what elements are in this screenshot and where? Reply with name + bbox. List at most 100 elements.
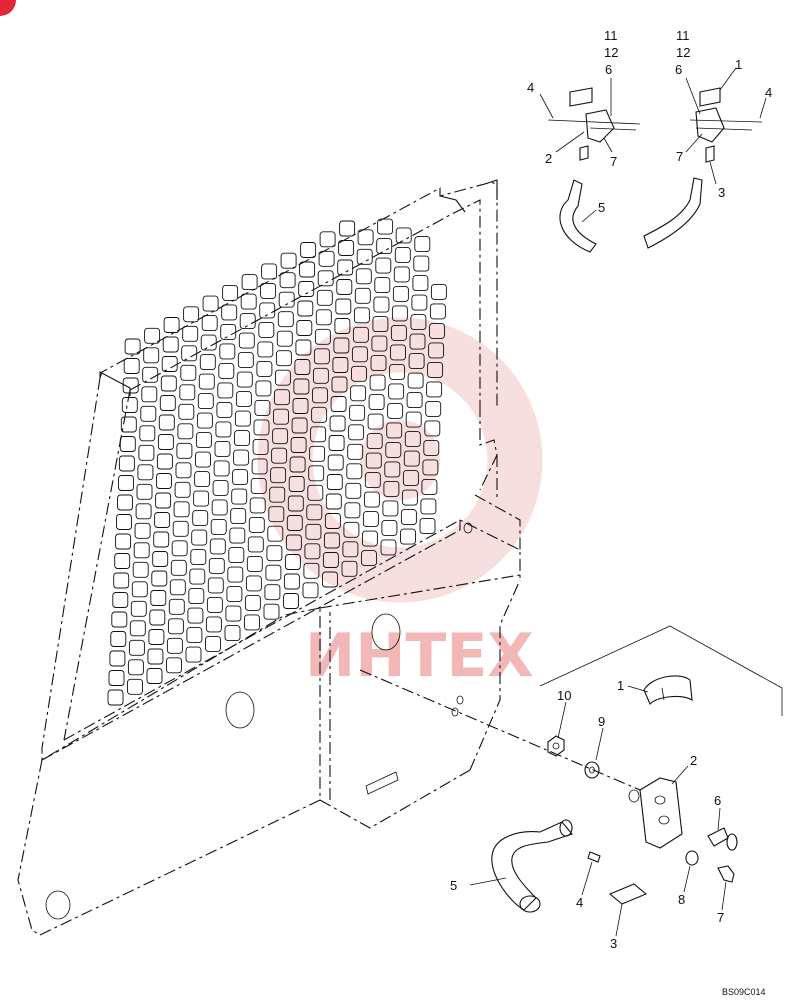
mesh-hole [313,348,330,365]
mesh-hole [207,577,224,594]
mesh-hole [414,236,431,253]
mesh-hole [249,497,266,514]
mesh-hole [331,376,348,393]
mesh-hole [325,493,342,510]
mesh-hole [131,581,148,598]
mesh-hole [236,371,253,388]
mesh-hole [409,333,426,350]
mesh-hole [268,506,285,523]
mesh-hole [192,510,209,527]
mesh-hole [423,439,440,456]
mesh-hole [330,396,347,412]
mesh-hole [107,689,124,706]
mesh-hole [273,389,290,406]
mesh-hole [257,341,274,358]
mesh-hole [290,437,307,453]
mesh-hole [294,359,311,375]
mesh-hole [306,504,323,521]
mesh-hole [221,304,238,321]
callout-12-b: 12 [676,45,690,60]
mesh-hole [235,391,252,408]
mesh-hole [224,625,241,642]
mesh-hole [194,471,211,488]
mesh-hole [303,562,320,579]
mesh-hole [156,473,172,489]
callout-2-c: 2 [690,753,697,768]
mesh-hole [191,529,208,546]
mesh-hole [428,342,445,359]
mesh-hole [261,263,278,280]
mesh-hole [195,451,211,468]
mesh-hole [209,538,226,555]
mesh-hole [248,516,265,533]
mesh-hole [339,220,356,237]
mesh-hole [292,398,309,414]
mesh-hole [118,475,134,491]
mesh-hole [111,611,128,628]
mesh-hole [256,360,273,377]
mesh-hole [118,455,135,472]
mesh-hole [201,315,218,332]
mesh-hole [149,609,166,626]
mesh-hole [225,605,242,622]
mesh-hole [220,323,237,340]
rear-screen-panel [41,179,521,761]
mesh-hole [366,433,383,450]
mesh-hole [305,523,322,540]
mesh-hole [270,467,287,484]
mesh-hole [171,540,188,557]
detail-bottom-parts [491,675,738,913]
mesh-hole [324,513,341,529]
mesh-hole [284,554,301,570]
mesh-hole [362,511,379,528]
mesh-hole [293,378,310,395]
mesh-hole [402,470,419,487]
mesh-hole [357,229,374,246]
mesh-hole [356,248,373,265]
mesh-hole [244,594,261,611]
mesh-hole [300,242,317,258]
mesh-hole [153,531,170,548]
mesh-hole [377,218,394,235]
mesh-hole [211,499,228,516]
mesh-hole [351,346,368,363]
mesh-hole [144,327,161,344]
mesh-hole [296,320,313,336]
mesh-hole [190,549,207,566]
mesh-hole [410,314,427,331]
mesh-hole [205,616,222,633]
mesh-hole [152,551,169,567]
mesh-hole [390,324,407,341]
mesh-hole [287,495,304,512]
mesh-hole [231,488,248,505]
mesh-hole [374,277,391,294]
mesh-hole [353,307,370,324]
callout-9-c: 9 [598,714,605,729]
mesh-hole [230,508,247,525]
mesh-hole [150,590,167,606]
callout-6-b: 6 [675,62,682,77]
mesh-hole [279,272,296,289]
mesh-hole [308,465,325,482]
mesh-hole [233,449,250,466]
mesh-hole [388,383,405,400]
mesh-hole [419,517,436,534]
detail-top-left [547,87,641,253]
mesh-hole [116,514,132,530]
mesh-hole [322,571,338,588]
mesh-hole [263,603,280,620]
mesh-hole [240,293,257,310]
mesh-hole [426,381,443,398]
mesh-hole [253,419,270,436]
mesh-hole [259,302,276,319]
mesh-hole [182,325,199,342]
mesh-hole [181,345,198,362]
mesh-hole [365,452,382,469]
mesh-hole [216,401,233,418]
corner-mark [0,0,16,16]
mesh-hole [155,492,172,509]
screen-mesh [107,218,447,706]
mesh-hole [219,343,236,360]
mesh-hole [238,332,255,349]
mesh-hole [381,519,398,536]
